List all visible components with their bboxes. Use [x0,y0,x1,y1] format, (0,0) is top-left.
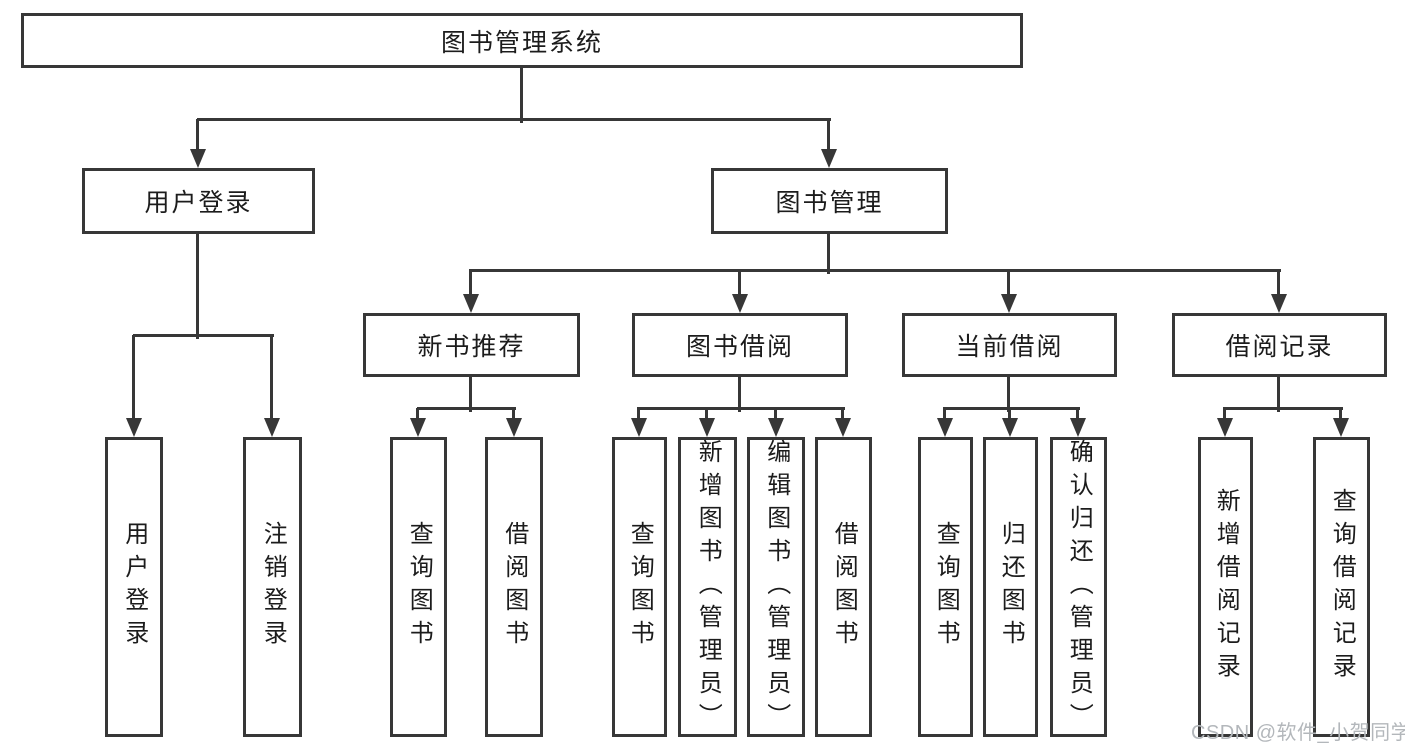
connector-drop [416,408,419,421]
arrowhead-down-icon [506,418,522,437]
csdn-watermark: CSDN @软件_小贺同学 [1191,722,1405,744]
connector-drop [132,335,135,421]
connector-drop [943,408,946,421]
node-label: 注销登录 [259,521,287,653]
node-label: 新增图书（管理员） [694,438,722,736]
arrowhead-down-icon [1002,418,1018,437]
arrowhead-down-icon [699,418,715,437]
connector-drop [270,335,273,421]
connector-stem [1007,377,1010,412]
arrowhead-down-icon [835,418,851,437]
node-label: 新增借阅记录 [1212,488,1240,686]
connector-drop [705,408,708,421]
connector-drop [512,408,515,421]
node-label: 查询图书 [932,521,960,653]
leaf-edit-book-admin: 编辑图书（管理员） [747,437,805,737]
arrowhead-down-icon [1217,418,1233,437]
arrowhead-down-icon [631,418,647,437]
connector-rail [133,334,274,337]
leaf-return-book: 归还图书 [983,437,1038,737]
node-label: 借阅记录 [1225,333,1334,361]
connector-drop [469,270,472,297]
node-label: 确认归还（管理员） [1065,438,1093,736]
connector-drop [841,408,844,421]
leaf-add-book-admin: 新增图书（管理员） [678,437,737,737]
node-label: 图书管理 [775,189,884,217]
connector-stem [827,234,830,274]
connector-stem [1277,377,1280,412]
node-library-management-system: 图书管理系统 [21,13,1023,68]
node-label: 查询图书 [405,521,433,653]
connector-stem [738,377,741,412]
node-book-borrowing: 图书借阅 [632,313,848,377]
arrowhead-down-icon [937,418,953,437]
arrowhead-down-icon [821,149,837,168]
connector-drop [1008,408,1011,421]
arrowhead-down-icon [190,149,206,168]
node-borrowing-records: 借阅记录 [1172,313,1387,377]
leaf-query-book-borrowing: 查询图书 [612,437,667,737]
connector-drop [774,408,777,421]
node-label: 归还图书 [997,521,1025,653]
node-label: 当前借阅 [955,333,1064,361]
leaf-logout: 注销登录 [243,437,302,737]
connector-drop [1339,408,1342,421]
connector-drop [738,270,741,297]
connector-rail [197,118,831,121]
leaf-borrow-book-recommend: 借阅图书 [485,437,543,737]
leaf-confirm-return-admin: 确认归还（管理员） [1050,437,1107,737]
connector-drop [1007,270,1010,297]
connector-rail [469,269,1281,272]
arrowhead-down-icon [264,418,280,437]
arrowhead-down-icon [126,418,142,437]
node-label: 编辑图书（管理员） [762,438,790,736]
connector-rail [943,407,1080,410]
connector-drop [1277,270,1280,297]
node-label: 查询图书 [626,521,654,653]
connector-rail [637,407,845,410]
node-label: 用户登录 [144,189,253,217]
leaf-user-login: 用户登录 [105,437,163,737]
connector-stem [469,377,472,412]
node-label: 新书推荐 [417,333,526,361]
connector-stem [196,234,199,339]
connector-drop [827,119,830,152]
node-label: 借阅图书 [830,521,858,653]
connector-drop [1076,408,1079,421]
leaf-query-book-recommend: 查询图书 [390,437,447,737]
node-user-login-branch: 用户登录 [82,168,315,234]
leaf-add-borrow-record: 新增借阅记录 [1198,437,1253,737]
leaf-borrow-book: 借阅图书 [815,437,872,737]
connector-drop [637,408,640,421]
node-label: 查询借阅记录 [1328,488,1356,686]
node-new-book-recommend: 新书推荐 [363,313,580,377]
node-current-borrowing: 当前借阅 [902,313,1117,377]
node-label: 借阅图书 [500,521,528,653]
leaf-query-borrow-record: 查询借阅记录 [1313,437,1370,737]
connector-rail [1223,407,1343,410]
arrowhead-down-icon [1070,418,1086,437]
arrowhead-down-icon [463,294,479,313]
arrowhead-down-icon [1271,294,1287,313]
arrowhead-down-icon [410,418,426,437]
leaf-query-book-current: 查询图书 [918,437,973,737]
arrowhead-down-icon [1001,294,1017,313]
node-label: 图书借阅 [685,333,794,361]
node-label: 图书管理系统 [440,28,603,57]
node-label: 用户登录 [120,521,148,653]
connector-drop [1223,408,1226,421]
connector-drop [196,119,199,152]
arrowhead-down-icon [732,294,748,313]
arrowhead-down-icon [768,418,784,437]
node-book-management-branch: 图书管理 [711,168,948,234]
arrowhead-down-icon [1333,418,1349,437]
connector-rail [417,407,516,410]
connector-stem [520,68,523,123]
